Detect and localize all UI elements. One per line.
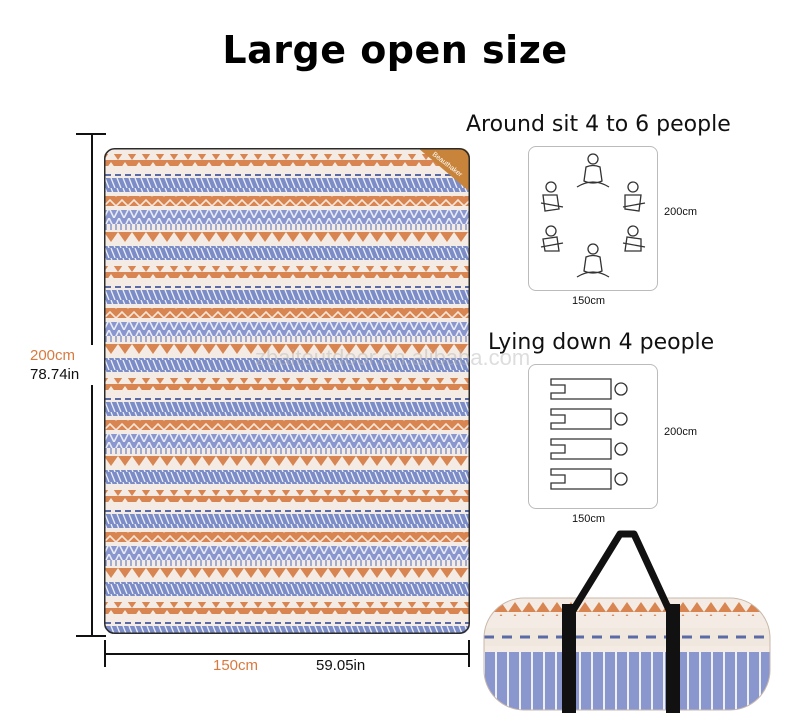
height-in-label: 78.74in — [30, 366, 80, 383]
height-dimension-cap-bottom — [76, 635, 106, 637]
height-dimension-cap-top — [76, 133, 106, 135]
sit-panel — [528, 146, 658, 291]
lie-panel — [528, 364, 658, 509]
sit-bottom-label: 150cm — [572, 295, 606, 307]
lie-side-label: 200cm — [664, 426, 698, 438]
watermark: zbaitoutdoor.en.alibaba.com — [255, 345, 531, 370]
width-cm-label: 150cm — [213, 657, 259, 674]
rolled-mat — [483, 530, 771, 713]
height-cm-label: 200cm — [30, 347, 76, 364]
sit-side-label: 200cm — [664, 206, 698, 218]
picnic-mat: Beauthaker — [104, 148, 470, 634]
sitting-people-diagram — [540, 153, 646, 278]
lying-people-diagram — [550, 378, 628, 490]
width-in-label: 59.05in — [316, 657, 366, 674]
width-dimension-cap-left — [104, 640, 106, 667]
lying-person-icons — [550, 378, 628, 490]
page-title: Large open size — [222, 28, 568, 72]
width-dimension-cap-right — [468, 640, 470, 667]
lie-bottom-label: 150cm — [572, 513, 606, 525]
sit-heading: Around sit 4 to 6 people — [466, 112, 731, 137]
height-label-bg — [28, 345, 94, 385]
lie-heading: Lying down 4 people — [488, 330, 715, 355]
width-dimension-line — [104, 653, 470, 655]
sitting-person-icons — [540, 153, 646, 278]
